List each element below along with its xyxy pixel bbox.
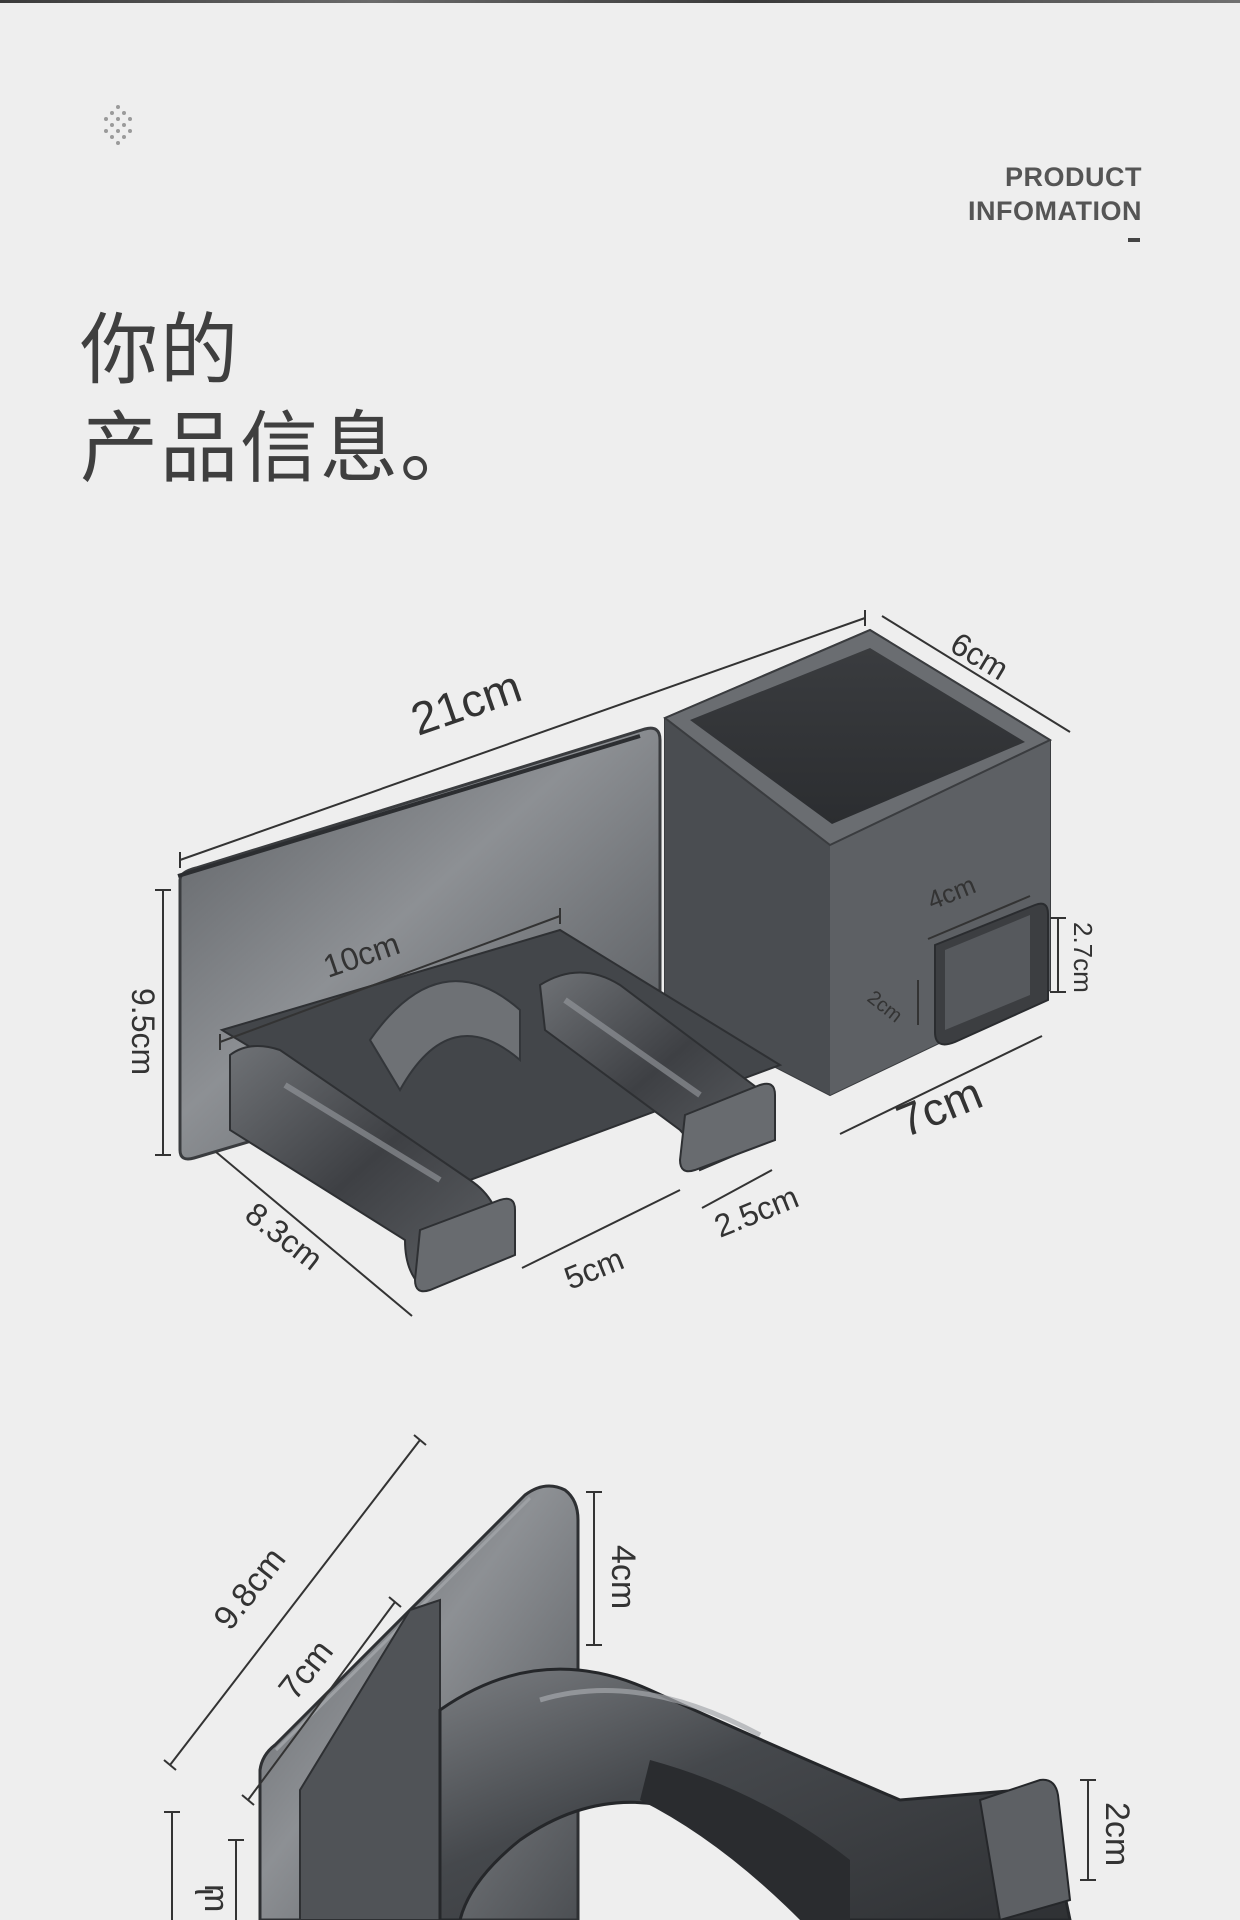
main-holder-drawing <box>177 628 1053 1293</box>
label-partial-b: ι <box>187 1888 225 1896</box>
label-tip-height: 2cm <box>1098 1802 1136 1866</box>
label-small-hook-height: 2.7cm <box>1068 922 1098 993</box>
header-en-line2: INFOMATION <box>968 196 1142 226</box>
title-line2: 产品信息。 <box>80 404 481 494</box>
label-height: 9.5cm <box>125 988 161 1075</box>
header-dash <box>1128 238 1140 242</box>
main-dimension-lines <box>155 610 1071 1317</box>
label-gap: 5cm <box>559 1240 629 1296</box>
dots-logo-icon <box>104 105 132 145</box>
label-length: 21cm <box>404 660 527 746</box>
page-title: 你的 产品信息。 <box>80 302 480 498</box>
top-border <box>0 0 1240 3</box>
label-plate-height: 4cm <box>604 1545 642 1609</box>
header-english: PRODUCT INFOMATION <box>968 160 1142 242</box>
label-depth: 6cm <box>944 625 1014 687</box>
title-line1: 你的 <box>80 306 241 396</box>
label-partial-a: m <box>197 1884 235 1912</box>
label-cup-width: 7cm <box>889 1067 989 1148</box>
label-prong: 2.5cm <box>709 1178 803 1244</box>
header-en-line1: PRODUCT <box>1005 162 1142 192</box>
hook-closeup-drawing <box>258 1484 1072 1920</box>
hook-dimension-lines <box>163 1434 1096 1920</box>
